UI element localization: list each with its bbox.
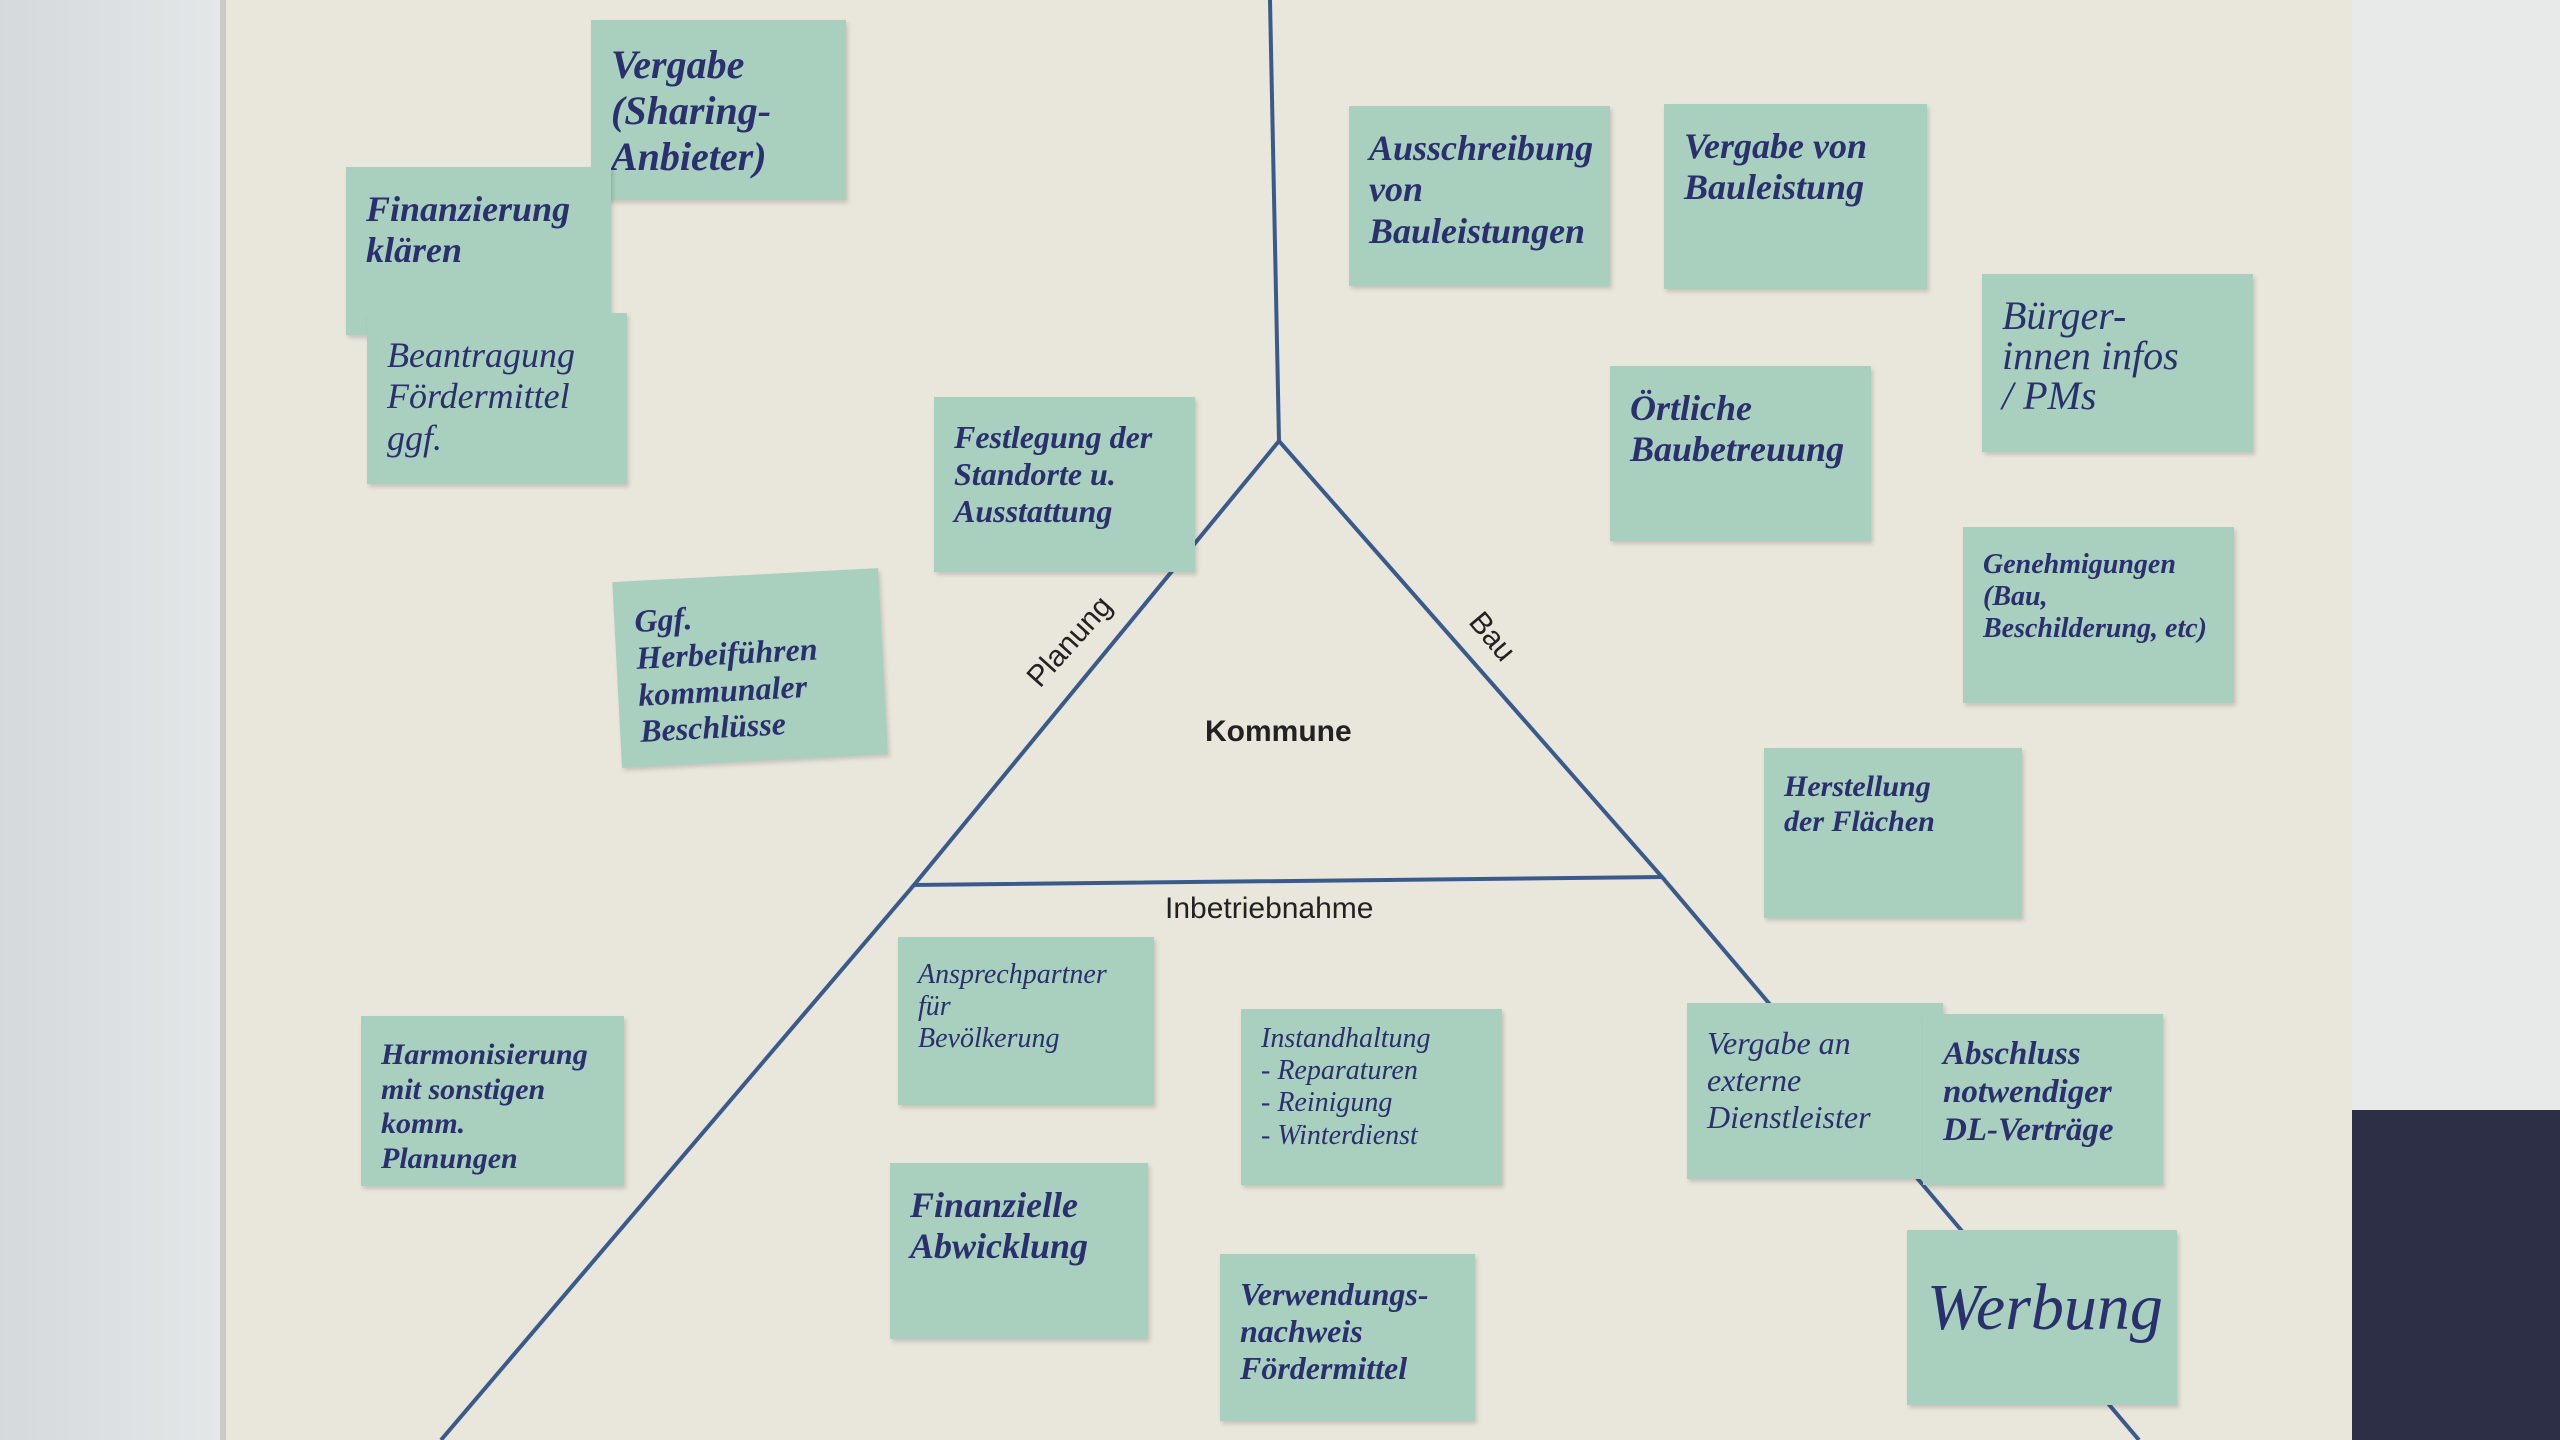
sticky-note: Vergabe von Bauleistung [1664, 104, 1927, 289]
left-divider-line [439, 883, 916, 1440]
sticky-note: Vergabe (Sharing-Anbieter) [591, 20, 846, 200]
sticky-note: Finanzielle Abwicklung [890, 1163, 1148, 1339]
sticky-note: Finanzierung klären [346, 167, 611, 335]
sticky-note: Vergabe an externe Dienstleister [1687, 1003, 1943, 1179]
sticky-note: Instandhaltung - Reparaturen - Reinigung… [1241, 1009, 1502, 1185]
sticky-note: Ansprechpartner für Bevölkerung [898, 937, 1154, 1105]
sticky-note: Ausschreibung von Bauleistungen [1349, 106, 1610, 286]
sticky-note: Festlegung der Standorte u. Ausstattung [934, 397, 1195, 572]
sticky-note: Genehmigungen (Bau, Beschilderung, etc) [1963, 527, 2234, 703]
sticky-note: Verwendungs- nachweis Fördermittel [1220, 1254, 1475, 1421]
sticky-note: Ggf. Herbeiführen kommunaler Beschlüsse [612, 568, 888, 768]
inbetriebnahme-label: Inbetriebnahme [1165, 892, 1374, 925]
sticky-note: Herstellung der Flächen [1764, 748, 2022, 918]
sticky-note: Abschluss notwendiger DL-Verträge [1923, 1014, 2163, 1185]
top-divider-line [1268, 0, 1281, 442]
sticky-note: Werbung [1907, 1230, 2177, 1405]
center-triangle [909, 437, 1667, 888]
sticky-note: Harmonisierung mit sonstigen komm. Planu… [361, 1016, 624, 1186]
sticky-note: Bürger- innen infos / PMs [1982, 274, 2253, 452]
sticky-note: Örtliche Baubetreuung [1610, 366, 1871, 541]
chair [2330, 1110, 2560, 1440]
center-label: Kommune [1205, 715, 1352, 748]
wall-left [0, 0, 220, 1440]
sticky-note: Beantragung Fördermittel ggf. [367, 313, 627, 484]
